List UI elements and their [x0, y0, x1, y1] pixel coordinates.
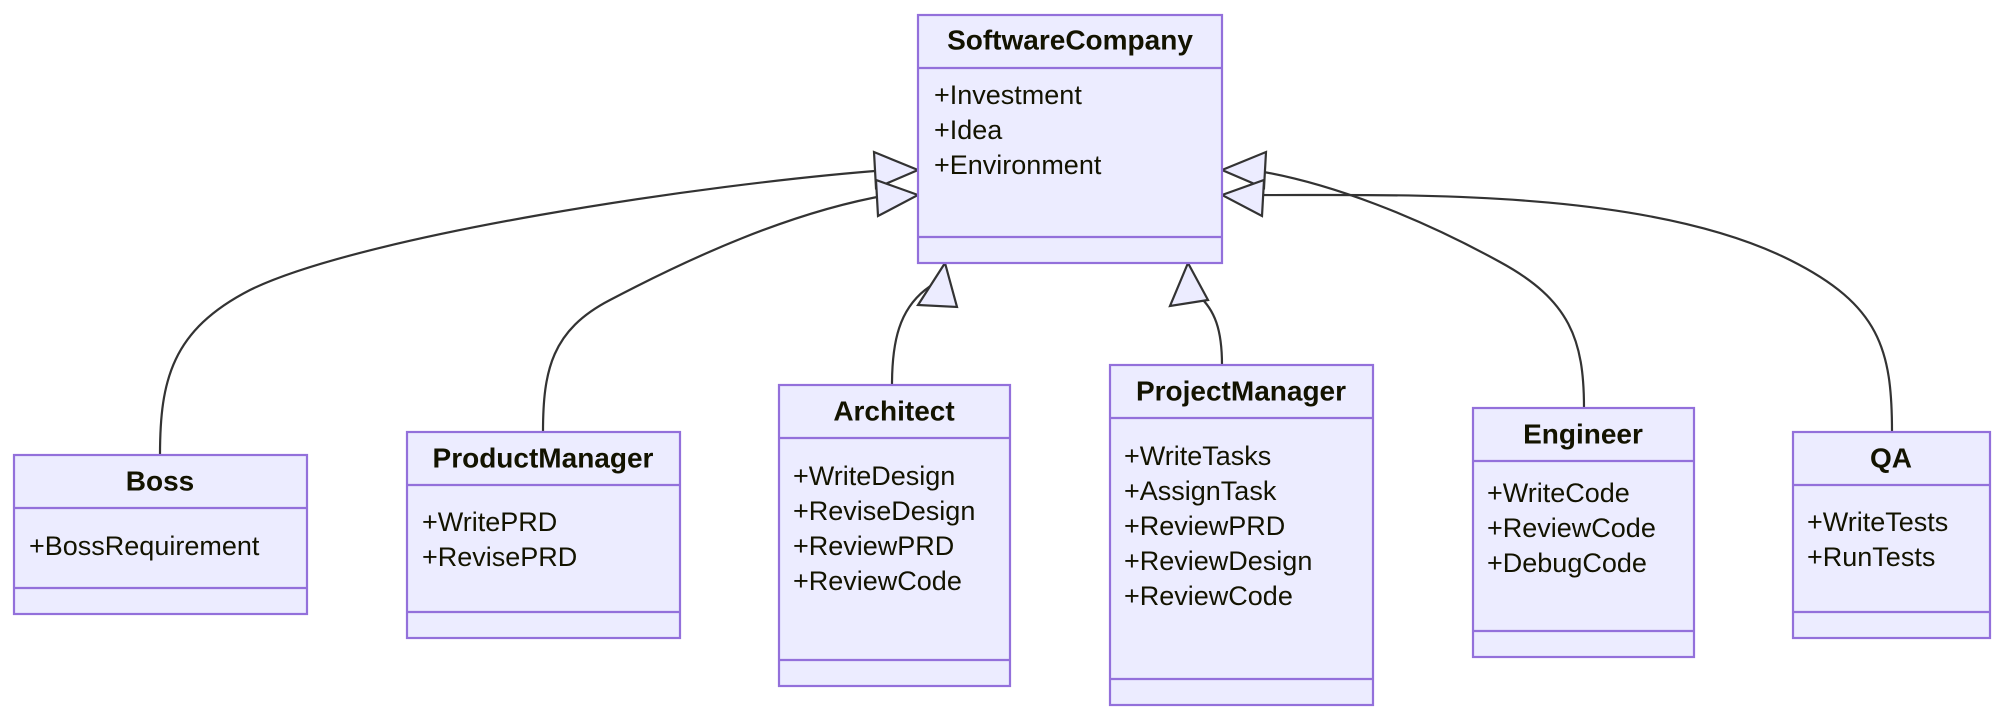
class-member: +Idea: [934, 115, 1003, 145]
class-member: +Environment: [934, 150, 1102, 180]
class-member: +ReviewPRD: [793, 531, 954, 561]
class-member: +ReviewCode: [1487, 513, 1656, 543]
class-member: +DebugCode: [1487, 548, 1647, 578]
class-member: +ReviewCode: [793, 566, 962, 596]
class-node-boss[interactable]: Boss +BossRequirement: [12, 453, 309, 616]
class-member: +ReviseDesign: [793, 496, 975, 526]
class-member: +ReviewCode: [1124, 581, 1293, 611]
inheritance-arrowhead-boss: [872, 150, 921, 190]
class-member: +ReviewDesign: [1124, 546, 1312, 576]
class-member: +WriteDesign: [793, 461, 955, 491]
class-node-productmanager[interactable]: ProductManager +WritePRD +RevisePRD: [405, 430, 682, 640]
class-member: +Investment: [934, 80, 1082, 110]
inheritance-arrowhead-productmanager: [874, 178, 921, 218]
edge-qa-to-softwarecompany: [1251, 193, 1894, 433]
class-box: [1791, 430, 1992, 640]
inheritance-arrowhead-engineer: [1219, 150, 1268, 190]
class-box: [1108, 363, 1375, 707]
edge-boss-to-softwarecompany: [158, 168, 889, 456]
class-node-projectmanager[interactable]: ProjectManager +WriteTasks +AssignTask +…: [1108, 363, 1375, 707]
edge-engineer-to-softwarecompany: [1251, 168, 1586, 409]
class-node-architect[interactable]: Architect +WriteDesign +ReviseDesign +Re…: [777, 383, 1012, 688]
arrowhead-layer: [872, 150, 1268, 309]
class-member: +RevisePRD: [422, 542, 577, 572]
class-title: QA: [1870, 442, 1912, 473]
class-title: Architect: [833, 395, 954, 426]
class-member: +RunTests: [1807, 542, 1935, 572]
class-box: [777, 383, 1012, 688]
class-member: +WritePRD: [422, 507, 557, 537]
class-box: [1471, 406, 1696, 659]
class-member: +ReviewPRD: [1124, 511, 1285, 541]
class-node-engineer[interactable]: Engineer +WriteCode +ReviewCode +DebugCo…: [1471, 406, 1696, 659]
class-member: +WriteTasks: [1124, 441, 1271, 471]
inheritance-arrowhead-qa: [1219, 178, 1266, 218]
edge-productmanager-to-softwarecompany: [541, 193, 889, 433]
inheritance-arrowhead-projectmanager: [1168, 260, 1210, 308]
edge-layer: [158, 168, 1894, 456]
inheritance-arrowhead-architect: [916, 260, 959, 309]
class-title: SoftwareCompany: [947, 24, 1193, 55]
class-title: Boss: [126, 465, 194, 496]
class-title: ProductManager: [433, 442, 654, 473]
class-member: +WriteTests: [1807, 507, 1948, 537]
class-title: ProjectManager: [1136, 375, 1346, 406]
class-box: [405, 430, 682, 640]
class-node-qa[interactable]: QA +WriteTests +RunTests: [1791, 430, 1992, 640]
class-member: +AssignTask: [1124, 476, 1277, 506]
class-member: +BossRequirement: [29, 531, 260, 561]
class-box: [916, 13, 1224, 265]
class-node-softwarecompany[interactable]: SoftwareCompany +Investment +Idea +Envir…: [916, 13, 1224, 265]
class-title: Engineer: [1523, 418, 1643, 449]
class-member: +WriteCode: [1487, 478, 1630, 508]
